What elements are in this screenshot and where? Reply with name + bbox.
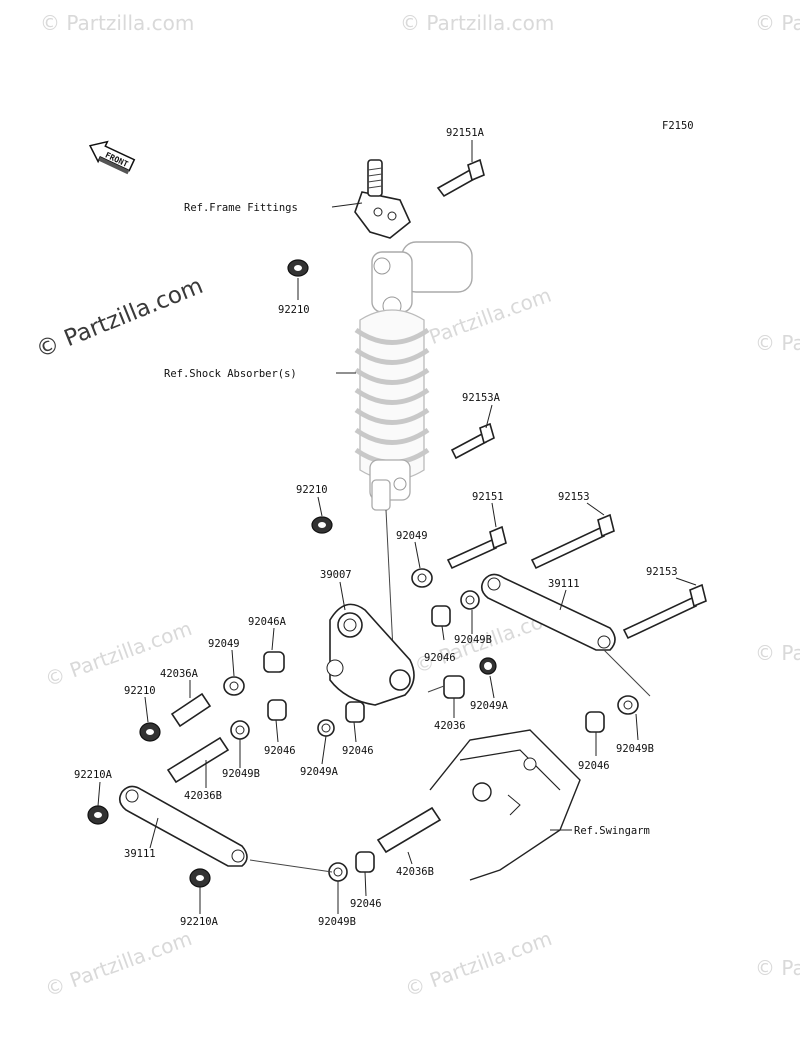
callout-92049: 92049 bbox=[396, 530, 428, 542]
collar-92046-l2 bbox=[345, 701, 365, 723]
washer-92049b-b bbox=[328, 862, 348, 882]
callout-92049a: 92049A bbox=[470, 700, 509, 712]
washer-92049-left bbox=[223, 676, 245, 696]
callout-42036: 42036 bbox=[434, 720, 466, 732]
bolt-92151a bbox=[436, 158, 485, 198]
callout-39111: 39111 bbox=[548, 578, 580, 590]
watermark-text: © Partzilla.com bbox=[755, 641, 800, 665]
sleeve-42036b-l bbox=[166, 736, 230, 784]
callout-92153a: 92153A bbox=[462, 392, 501, 404]
callout-92151: 92151 bbox=[472, 491, 504, 503]
collar-92046-r bbox=[585, 711, 605, 733]
callout-92049a: 92049A bbox=[300, 766, 339, 778]
frame-fitting-bracket bbox=[354, 159, 411, 239]
callout-92210: 92210 bbox=[296, 484, 328, 496]
sleeve-42036a bbox=[170, 692, 212, 728]
swingarm-reference bbox=[429, 729, 581, 881]
washer-92049b-l bbox=[230, 720, 250, 740]
callout-92210: 92210 bbox=[278, 304, 310, 316]
ref-swingarm: Ref.Swingarm bbox=[574, 825, 650, 837]
callout-92151a: 92151A bbox=[446, 127, 485, 139]
ref-frame-fittings: Ref.Frame Fittings bbox=[184, 202, 298, 214]
washer-92049a-right bbox=[479, 657, 497, 675]
callout-92210: 92210 bbox=[124, 685, 156, 697]
callout-92210a: 92210A bbox=[74, 769, 113, 781]
callout-92049b: 92049B bbox=[454, 634, 492, 646]
bolt-92151 bbox=[446, 525, 507, 570]
watermark-text: © Partzilla.com bbox=[755, 11, 800, 35]
figure-code: F2150 bbox=[662, 120, 694, 132]
watermark-text: © Partzilla.com bbox=[755, 956, 800, 980]
shock-absorber bbox=[354, 241, 473, 511]
callout-92153: 92153 bbox=[646, 566, 678, 578]
callout-92049b: 92049B bbox=[222, 768, 260, 780]
callout-42036b: 42036B bbox=[184, 790, 222, 802]
callout-39007: 39007 bbox=[320, 569, 352, 581]
callout-39111: 39111 bbox=[124, 848, 156, 860]
callout-92046: 92046 bbox=[264, 745, 296, 757]
tie-rod-39111-right bbox=[480, 573, 616, 651]
nut-92210-mid bbox=[311, 516, 333, 534]
bolt-92153a bbox=[450, 422, 495, 460]
sleeve-42036b-b bbox=[376, 806, 442, 854]
watermark-text: © Partzilla.com bbox=[402, 926, 555, 1001]
washer-92049b-mid bbox=[460, 590, 480, 610]
callout-92046: 92046 bbox=[424, 652, 456, 664]
nut-92210-left bbox=[139, 722, 161, 742]
callout-92046: 92046 bbox=[342, 745, 374, 757]
watermark-text: © Partzilla.com bbox=[400, 11, 554, 35]
rocker-arm-39007 bbox=[326, 603, 415, 706]
washer-92049b-r bbox=[617, 695, 639, 715]
bolt-92153-upper bbox=[530, 513, 615, 570]
nut-92210a-bottom bbox=[189, 868, 211, 888]
nut-92210-top bbox=[287, 259, 309, 277]
watermark-text: © Partzilla.com bbox=[755, 331, 800, 355]
collar-92046-b bbox=[355, 851, 375, 873]
ref-shock-absorber: Ref.Shock Absorber(s) bbox=[164, 368, 297, 380]
watermark-text: © Partzilla.com bbox=[42, 926, 195, 1001]
washer-92049-top bbox=[411, 568, 433, 588]
callout-42036a: 42036A bbox=[160, 668, 199, 680]
callout-92049: 92049 bbox=[208, 638, 240, 650]
collar-92046-l1 bbox=[267, 699, 287, 721]
callout-92046: 92046 bbox=[350, 898, 382, 910]
collar-92046-mid bbox=[431, 605, 451, 627]
tie-rod-39111-left bbox=[118, 785, 248, 867]
watermark-text: © Partzilla.com bbox=[42, 616, 195, 691]
callout-42036b: 42036B bbox=[396, 866, 434, 878]
bolt-92153-lower bbox=[622, 583, 707, 640]
watermark-main: © Partzilla.com bbox=[33, 273, 207, 364]
callout-92046a: 92046A bbox=[248, 616, 287, 628]
callout-92210a: 92210A bbox=[180, 916, 219, 928]
nut-92210a-left bbox=[87, 805, 109, 825]
collar-92046a bbox=[263, 651, 285, 673]
leader-lines bbox=[97, 140, 697, 914]
callout-92153: 92153 bbox=[558, 491, 590, 503]
callout-92046: 92046 bbox=[578, 760, 610, 772]
washer-92049a-l bbox=[317, 719, 335, 737]
front-arrow-icon: FRONT bbox=[88, 140, 136, 175]
watermark-text: © Partzilla.com bbox=[40, 11, 194, 35]
callout-92049b: 92049B bbox=[318, 916, 356, 928]
callout-92049b: 92049B bbox=[616, 743, 654, 755]
sleeve-42036 bbox=[443, 675, 465, 699]
